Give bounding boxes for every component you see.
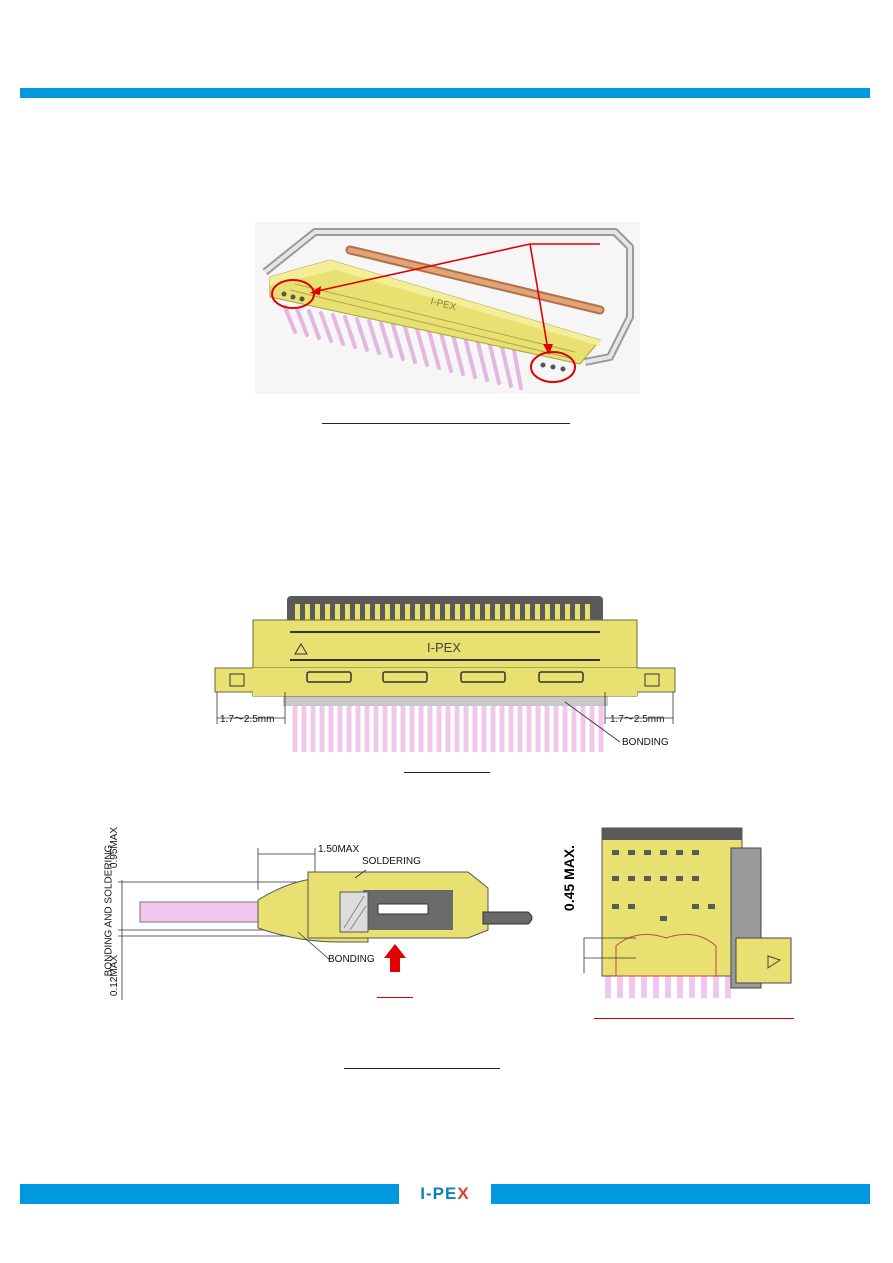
red-arrow: [384, 944, 406, 972]
figure-3b-detail: [583, 827, 792, 998]
cable-array: [292, 700, 604, 752]
cables-3b: [605, 976, 731, 998]
dim-1-50max: 1.50MAX: [318, 844, 360, 855]
footer-logo-text: I-PE: [420, 1184, 458, 1203]
callout-circle-right: [530, 351, 576, 383]
max-095-label: 0.95MAX: [109, 826, 121, 869]
figure-1-connector-illustration: I-PEX: [255, 222, 640, 394]
dim-left-label: 1.7～2.5mm: [220, 714, 275, 725]
figure-3-caption-rule: [344, 1068, 500, 1069]
max-012-label: 0.12MAX: [109, 954, 121, 997]
cable-bundle: [283, 305, 523, 390]
bonding-label-2: BONDING: [328, 954, 375, 965]
connector-marking: I-PEX: [427, 640, 461, 655]
figure-3a-cross-section: [118, 848, 533, 1000]
cable: [139, 901, 271, 923]
bonding-label: BONDING: [622, 737, 669, 748]
figure-3b-red-rule: [594, 1018, 794, 1019]
top-accent-bar: [20, 88, 870, 98]
footer-logo-x: X: [457, 1184, 470, 1203]
contact-pins: [295, 604, 590, 620]
solder-fillet: [615, 933, 717, 977]
figure-2-caption-rule: [404, 772, 490, 773]
callout-circle-left: [271, 279, 315, 309]
figure-3a-red-rule: [377, 997, 413, 998]
soldering-label: SOLDERING: [362, 856, 421, 867]
figure-2-front-view: I-PEX: [214, 596, 676, 752]
max-045-label: 0.45 MAX.: [561, 844, 578, 912]
dim-right-label: 1.7～2.5mm: [610, 714, 665, 725]
tab: [482, 911, 533, 925]
figure-1-caption-rule: [322, 423, 570, 424]
